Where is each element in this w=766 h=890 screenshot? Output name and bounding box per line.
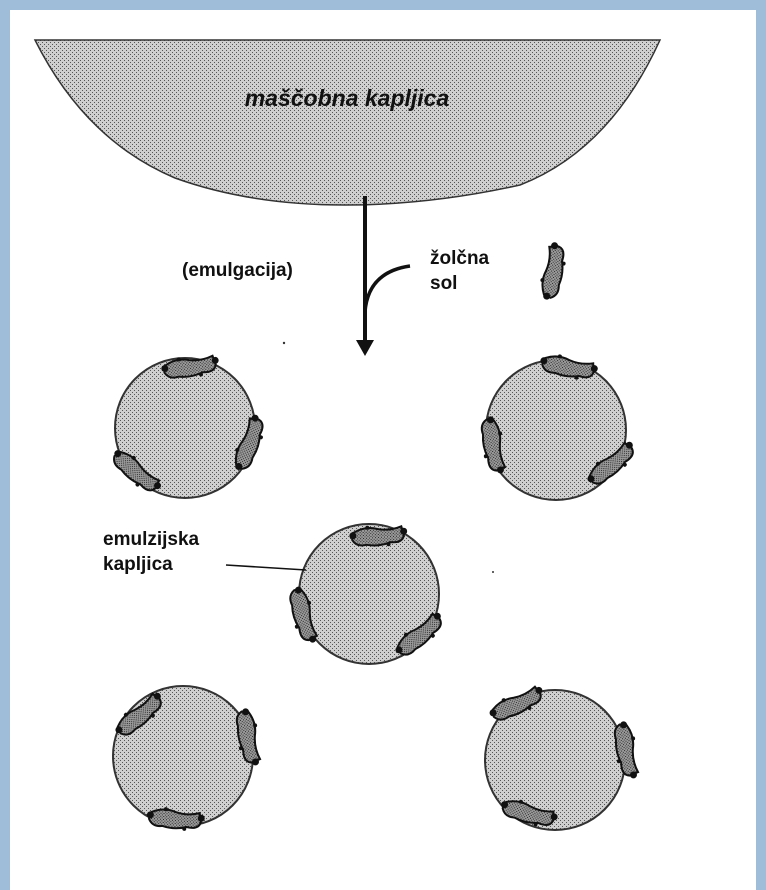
diagram-frame: maščobna kapljica (emulgacija) žolčna so…: [10, 10, 756, 890]
emulsion-droplet-label-line1: emulzijska: [103, 529, 200, 550]
bile-salt-molecule: [537, 241, 569, 302]
speck: [492, 571, 494, 573]
bile-salt-label-line2: sol: [430, 273, 457, 294]
emulsion-droplet-label-line2: kapljica: [103, 554, 173, 575]
bile-salt-input-curve: [365, 266, 410, 312]
fat-droplet-label: maščobna kapljica: [245, 85, 450, 111]
emulsion-droplet-bottom-right: [485, 682, 642, 832]
process-label: (emulgacija): [182, 260, 293, 281]
emulsion-droplet-center: [285, 523, 449, 664]
speck: [283, 342, 285, 344]
bile-salt-label-line1: žolčna: [430, 248, 490, 269]
emulsion-droplet-top-right: [477, 351, 641, 500]
emulsification-diagram: maščobna kapljica (emulgacija) žolčna so…: [10, 10, 756, 890]
emulsion-droplet-pointer: [226, 565, 306, 570]
emulsion-droplet-bottom-left: [110, 686, 263, 833]
emulsion-droplet-top-left: [107, 352, 270, 499]
arrow-head: [356, 340, 374, 356]
fat-droplet: [35, 40, 660, 205]
